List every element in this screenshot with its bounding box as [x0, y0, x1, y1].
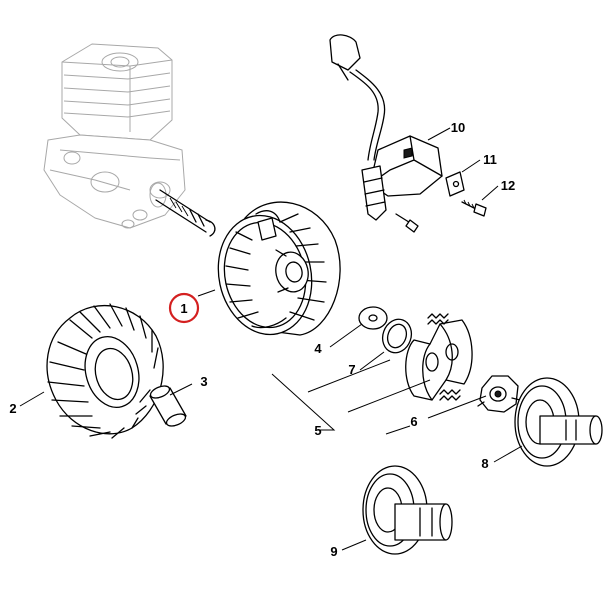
flywheel-part-1: [217, 201, 341, 336]
callout-9: 9: [330, 544, 337, 559]
callout-2: 2: [9, 401, 16, 416]
clutch-shoes-part-5: [405, 313, 473, 401]
callout-5: 5: [314, 423, 321, 438]
sleeve-part-3: [149, 385, 187, 427]
clutch-drum-part-9: [362, 465, 453, 555]
callout-1: 1: [180, 301, 187, 316]
washer-ring-part-7: [381, 318, 413, 354]
leader-lines: [19, 127, 523, 551]
short-circuit-wire-part-11: [445, 171, 465, 197]
carrier-part-6: [477, 375, 521, 413]
clutch-drum-part-8: [514, 377, 603, 467]
callout-10: 10: [451, 120, 465, 135]
ignition-module-part-10: [329, 34, 443, 233]
callout-4: 4: [314, 341, 322, 356]
callout-12: 12: [501, 178, 515, 193]
callout-6: 6: [410, 414, 417, 429]
engine-block: [43, 43, 216, 237]
screw-part-12: [461, 199, 487, 217]
callout-labels: 1 2 3 4 5 6 7 8 9 10 11 12: [9, 120, 515, 559]
callout-11: 11: [483, 152, 497, 167]
callout-7: 7: [348, 362, 355, 377]
washer-part-4: [358, 306, 388, 330]
highlight-circle: [168, 292, 200, 324]
callout-3: 3: [200, 374, 207, 389]
callout-8: 8: [481, 456, 488, 471]
fan-wheel-part-2: [46, 303, 164, 439]
